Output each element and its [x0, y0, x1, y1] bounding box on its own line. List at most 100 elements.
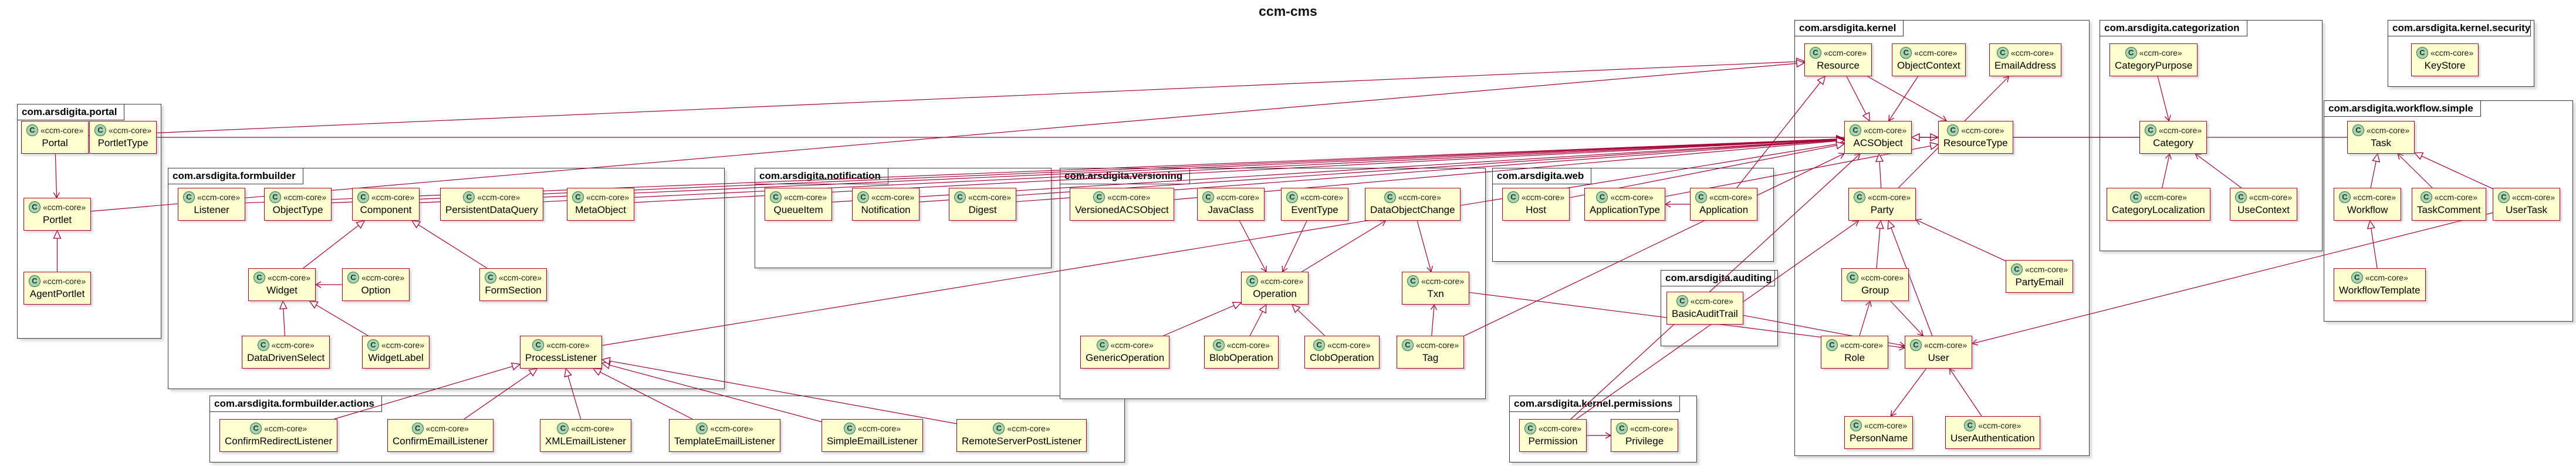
class-name: Listener	[194, 204, 229, 215]
class-stereotype: «ccm-core»	[197, 193, 241, 202]
class-XMLEmailListener: C«ccm-core»XMLEmailListener	[540, 419, 631, 452]
class-stereotype: «ccm-core»	[1216, 193, 1260, 202]
class-name: VersionedACSObject	[1075, 204, 1169, 215]
class-TaskComment: C«ccm-core»TaskComment	[2412, 188, 2486, 221]
package-kernel: com.arsdigita.kernel	[1794, 20, 2090, 456]
class-stereotype: «ccm-core»	[546, 340, 590, 350]
package-label-actions: com.arsdigita.formbuilder.actions	[210, 396, 383, 412]
class-icon: C	[94, 124, 106, 136]
class-SimpleEmailListener: C«ccm-core»SimpleEmailListener	[822, 419, 923, 452]
class-stereotype: «ccm-core»	[1107, 193, 1151, 202]
class-ConfirmEmailListener: C«ccm-core»ConfirmEmailListener	[387, 419, 493, 452]
class-name: QueueItem	[773, 204, 823, 215]
class-icon: C	[367, 339, 379, 351]
class-TemplateEmailListener: C«ccm-core»TemplateEmailListener	[669, 419, 780, 452]
class-name: BlobOperation	[1209, 352, 1273, 363]
class-stereotype: «ccm-core»	[268, 273, 311, 282]
class-Task: C«ccm-core»Task	[2347, 121, 2415, 154]
class-stereotype: «ccm-core»	[2025, 265, 2068, 274]
class-name: Portlet	[43, 214, 72, 225]
class-Component: C«ccm-core»Component	[352, 188, 420, 221]
class-stereotype: «ccm-core»	[1398, 193, 1441, 202]
class-icon: C	[1212, 339, 1225, 351]
class-WorkflowTemplate: C«ccm-core»WorkflowTemplate	[2334, 268, 2426, 301]
class-icon: C	[1096, 339, 1108, 351]
class-stereotype: «ccm-core»	[1864, 421, 1908, 430]
class-name: PartyEmail	[2015, 276, 2064, 288]
class-DataObjectChange: C«ccm-core»DataObjectChange	[1365, 188, 1461, 221]
class-Permission: C«ccm-core»Permission	[1519, 419, 1587, 452]
class-icon: C	[1850, 124, 1861, 136]
class-name: ProcessListener	[525, 352, 597, 363]
class-name: TaskComment	[2417, 204, 2481, 215]
class-icon: C	[2416, 47, 2428, 59]
class-Role: C«ccm-core»Role	[1821, 336, 1889, 369]
class-stereotype: «ccm-core»	[586, 193, 630, 202]
class-stereotype: «ccm-core»	[283, 193, 327, 202]
class-Option: C«ccm-core»Option	[342, 268, 410, 301]
class-icon: C	[1093, 191, 1106, 203]
class-stereotype: «ccm-core»	[1226, 340, 1270, 350]
class-GenericOperation: C«ccm-core»GenericOperation	[1080, 336, 1170, 369]
class-Group: C«ccm-core»Group	[1841, 268, 1909, 301]
class-icon: C	[572, 191, 584, 203]
class-icon: C	[1810, 47, 1821, 59]
package-label-workflow: com.arsdigita.workflow.simple	[2324, 101, 2481, 117]
class-name: UserTask	[2506, 204, 2547, 215]
class-name: Category	[2153, 137, 2194, 148]
package-label-formbuilder: com.arsdigita.formbuilder	[168, 168, 303, 184]
class-stereotype: «ccm-core»	[371, 193, 415, 202]
class-icon: C	[1900, 47, 1912, 59]
package-label-kernel: com.arsdigita.kernel	[1795, 21, 1904, 36]
class-AgentPortlet: C«ccm-core»AgentPortlet	[23, 272, 92, 305]
class-stereotype: «ccm-core»	[2249, 193, 2293, 202]
class-Privilege: C«ccm-core»Privilege	[1611, 419, 1679, 452]
class-PersistentDataQuery: C«ccm-core»PersistentDataQuery	[440, 188, 543, 221]
class-stereotype: «ccm-core»	[264, 424, 307, 433]
class-name: BasicAuditTrail	[1672, 308, 1738, 319]
class-stereotype: «ccm-core»	[1522, 193, 1565, 202]
class-stereotype: «ccm-core»	[1416, 340, 1459, 350]
class-CategoryPurpose: C«ccm-core»CategoryPurpose	[2110, 43, 2198, 76]
class-name: Option	[361, 285, 391, 296]
class-name: PersonName	[1850, 433, 1908, 444]
package-label-permissions: com.arsdigita.kernel.permissions	[1510, 396, 1681, 412]
class-icon: C	[1947, 124, 1959, 136]
class-Category: C«ccm-core»Category	[2139, 121, 2207, 154]
class-UserTask: C«ccm-core»UserTask	[2493, 188, 2561, 221]
class-icon: C	[1286, 191, 1298, 203]
class-icon: C	[463, 191, 475, 203]
class-icon: C	[2351, 272, 2363, 283]
class-icon: C	[485, 272, 496, 283]
class-name: XMLEmailListener	[545, 435, 626, 447]
class-icon: C	[1402, 339, 1414, 351]
class-name: TemplateEmailListener	[674, 435, 775, 447]
class-stereotype: «ccm-core»	[2434, 193, 2477, 202]
class-JavaClass: C«ccm-core»JavaClass	[1197, 188, 1265, 221]
class-name: Privilege	[1625, 435, 1664, 447]
class-User: C«ccm-core»User	[1905, 336, 1973, 369]
package-label-notification: com.arsdigita.notification	[755, 168, 888, 184]
class-name: KeyStore	[2424, 60, 2466, 71]
class-icon: C	[857, 191, 869, 203]
class-name: ResourceType	[1943, 137, 2008, 148]
class-stereotype: «ccm-core»	[425, 424, 469, 433]
class-icon: C	[1246, 275, 1258, 287]
class-stereotype: «ccm-core»	[1709, 193, 1753, 202]
class-icon: C	[2125, 47, 2137, 59]
class-name: User	[1928, 352, 1949, 363]
class-name: UseContext	[2237, 204, 2290, 215]
class-name: CategoryLocalization	[2112, 204, 2205, 215]
class-stereotype: «ccm-core»	[1861, 273, 1904, 282]
class-name: SimpleEmailListener	[827, 435, 918, 447]
class-ConfirmRedirectListener: C«ccm-core»ConfirmRedirectListener	[219, 419, 338, 452]
class-stereotype: «ccm-core»	[40, 126, 84, 135]
class-Operation: C«ccm-core»Operation	[1241, 272, 1309, 305]
class-RemoteServerPostListener: C«ccm-core»RemoteServerPostListener	[956, 419, 1087, 452]
class-stereotype: «ccm-core»	[43, 276, 86, 286]
class-DataDrivenSelect: C«ccm-core»DataDrivenSelect	[242, 336, 330, 369]
class-name: ACSObject	[1853, 137, 1903, 148]
class-MetaObject: C«ccm-core»MetaObject	[567, 188, 635, 221]
class-stereotype: «ccm-core»	[2139, 48, 2182, 58]
class-name: EmailAddress	[1994, 60, 2056, 71]
